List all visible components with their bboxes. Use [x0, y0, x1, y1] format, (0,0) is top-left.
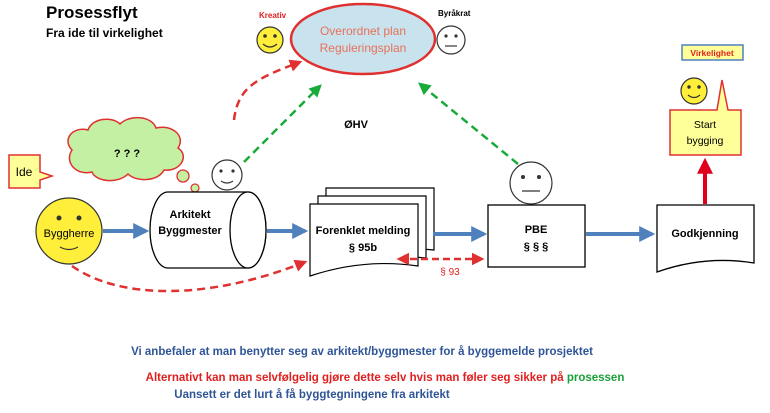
- byggherre-node: Byggherre: [35, 197, 103, 265]
- footer-alternative-text: Alternativt kan man selvfølgelig gjøre d…: [146, 372, 565, 384]
- overordnet-plan-label: Overordnet plan: [320, 24, 406, 38]
- reguleringsplan-label: Reguleringsplan: [320, 41, 407, 55]
- virkelighet-badge: Virkelighet: [681, 44, 744, 61]
- footer-advice: Uansett er det lurt å få byggtegningene …: [174, 389, 450, 401]
- ide-note: Ide: [8, 154, 55, 189]
- forenklet-melding-node: Forenklet melding § 95b: [309, 187, 435, 277]
- thought-cloud: ? ? ?: [67, 116, 207, 199]
- byrakrat-label: Byråkrat: [438, 9, 471, 18]
- arkitekt-label: Arkitekt: [170, 209, 211, 221]
- pbe-face-icon: [509, 161, 553, 205]
- arkitekt-cylinder: Arkitekt Byggmester: [149, 191, 267, 269]
- godkjenning-label: Godkjenning: [671, 228, 738, 240]
- ide-label: Ide: [16, 165, 33, 179]
- arrow-cloud-plan: [232, 59, 303, 121]
- pbe-paragraph-label: § § §: [524, 241, 548, 253]
- pbe-label: PBE: [525, 224, 548, 236]
- overordnet-plan-node: Overordnet plan Reguleringsplan: [289, 2, 437, 76]
- kreativ-smiley-icon: [256, 26, 284, 54]
- pbe-node: PBE § § §: [487, 204, 586, 268]
- virkelighet-label: Virkelighet: [690, 48, 733, 58]
- start-bygging-node: Start bygging: [669, 79, 742, 156]
- byggmester-label: Byggmester: [158, 225, 222, 237]
- footer-recommendation: Vi anbefaler at man benytter seg av arki…: [131, 346, 593, 358]
- ohv-label: ØHV: [344, 119, 369, 131]
- byrakrat-face-icon: [436, 25, 466, 55]
- forenklet-melding-label: Forenklet melding: [316, 225, 411, 237]
- byggherre-label: Byggherre: [44, 228, 95, 240]
- virkelighet-smiley-icon: [680, 77, 708, 105]
- cloud-label: ? ? ?: [114, 148, 141, 160]
- page-title: Prosessflyt: [46, 3, 138, 22]
- start-label: Start: [694, 119, 716, 131]
- footer-alternative: Alternativt kan man selvfølgelig gjøre d…: [146, 372, 625, 384]
- page-subtitle: Fra ide til virkelighet: [46, 26, 163, 40]
- paragraf-93-label: § 93: [440, 267, 460, 278]
- arrow-arkitekt-plan: [243, 84, 322, 163]
- paragraf-95b-label: § 95b: [349, 242, 377, 254]
- kreativ-label: Kreativ: [259, 11, 287, 20]
- arrow-pbe-plan: [418, 82, 519, 165]
- arkitekt-face-icon: [211, 159, 243, 191]
- bygging-label: bygging: [687, 135, 724, 147]
- godkjenning-node: Godkjenning: [656, 204, 755, 273]
- footer-prosessen: prosessen: [567, 372, 625, 384]
